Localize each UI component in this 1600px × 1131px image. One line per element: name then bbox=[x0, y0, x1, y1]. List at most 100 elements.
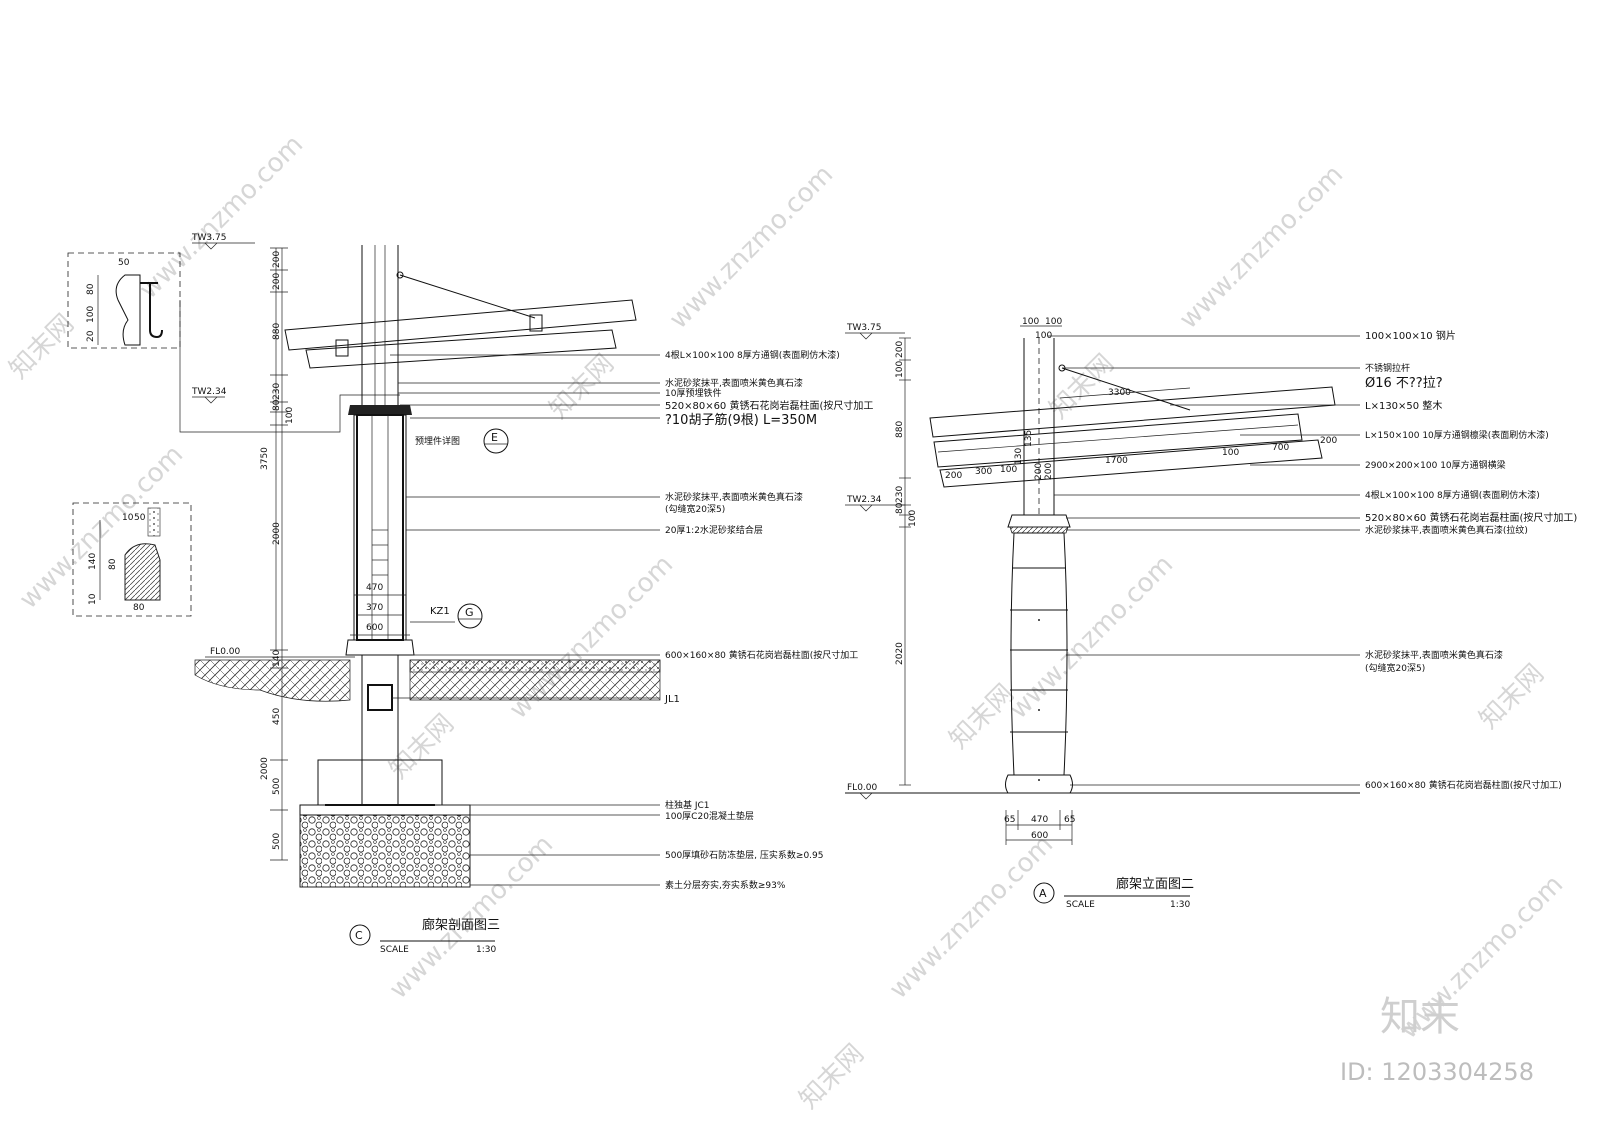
note-text: 10厚预埋铁件 bbox=[665, 387, 721, 399]
image-id: ID: 1203304258 bbox=[1340, 1058, 1534, 1086]
leader-lines bbox=[1048, 335, 1360, 786]
svg-text:200: 200 bbox=[272, 273, 282, 290]
svg-text:3300: 3300 bbox=[1108, 388, 1131, 398]
view-title: 廊架立面图二 bbox=[1116, 876, 1194, 892]
svg-text:100: 100 bbox=[1022, 317, 1039, 327]
dim-label: 470 bbox=[366, 583, 383, 593]
note-text: 100厚C20混凝土垫层 bbox=[665, 810, 754, 822]
note-text: 水泥砂浆抹平,表面喷米黄色真石漆(拉纹) bbox=[1365, 524, 1528, 536]
leader-lines bbox=[390, 354, 660, 886]
watermark-text: 知末网 bbox=[1044, 349, 1120, 425]
section-drawing-left: 50 80 100 20 10 50 140 80 10 80 TW3.75 T… bbox=[67, 233, 873, 955]
ground-layers bbox=[194, 659, 661, 888]
detail-box-top: 50 80 100 20 bbox=[67, 252, 181, 349]
svg-text:140: 140 bbox=[88, 553, 98, 570]
kz-tag: KZ1 bbox=[430, 606, 450, 617]
watermark-text: 知末网 bbox=[4, 309, 80, 385]
svg-text:80: 80 bbox=[108, 558, 118, 570]
note-text: Ø16 不??拉? bbox=[1365, 376, 1443, 391]
watermark-text: www.znzmo.com bbox=[664, 160, 839, 335]
note-text: 2900×200×100 10厚方通钢横梁 bbox=[1365, 459, 1506, 471]
watermark-text: www.znzmo.com bbox=[1174, 160, 1349, 335]
note-text: (勾缝宽20深5) bbox=[1365, 662, 1425, 674]
svg-text:80: 80 bbox=[895, 502, 905, 514]
title-block-left: C 廊架剖面图三 SCALE 1:30 bbox=[349, 917, 500, 955]
note-text: 20厚1:2水泥砂浆结合层 bbox=[665, 524, 763, 536]
brand-mark: 知末 bbox=[1380, 994, 1460, 1040]
note-text: 520×80×60 黄锈石花岗岩磊柱面(按尺寸加工 bbox=[665, 399, 873, 412]
watermark-text: www.znzmo.com bbox=[134, 130, 309, 305]
svg-text:100: 100 bbox=[285, 407, 295, 424]
view-symbol: C bbox=[355, 929, 363, 942]
watermark-layer: www.znzmo.com 知末网 www.znzmo.com 知末网 www.… bbox=[4, 130, 1569, 1115]
svg-text:G: G bbox=[465, 606, 474, 619]
scale-label: SCALE bbox=[1066, 900, 1095, 910]
svg-text:135: 135 bbox=[1024, 430, 1034, 447]
view-title: 廊架剖面图三 bbox=[422, 917, 500, 933]
svg-text:100: 100 bbox=[1045, 317, 1062, 327]
svg-text:880: 880 bbox=[895, 421, 905, 438]
svg-text:230: 230 bbox=[895, 486, 905, 503]
svg-text:100: 100 bbox=[908, 510, 918, 527]
note-text: 600×160×80 黄锈石花岗岩磊柱面(按尺寸加工 bbox=[665, 649, 858, 661]
svg-text:2020: 2020 bbox=[895, 642, 905, 665]
svg-text:200: 200 bbox=[945, 471, 962, 481]
pergola-beams bbox=[284, 271, 637, 369]
svg-text:200: 200 bbox=[1044, 463, 1054, 480]
elevation-beams bbox=[929, 386, 1336, 488]
svg-text:230: 230 bbox=[272, 383, 282, 400]
note-text: 500厚填砂石防冻垫层, 压实系数≥0.95 bbox=[665, 849, 823, 861]
note-text: 520×80×60 黄锈石花岗岩磊柱面(按尺寸加工) bbox=[1365, 511, 1577, 524]
title-block-right: A 廊架立面图二 SCALE 1:30 bbox=[1033, 876, 1194, 910]
level-tag: TW3.75 bbox=[846, 323, 881, 333]
dim-label: 600 bbox=[366, 623, 383, 633]
svg-text:200: 200 bbox=[272, 251, 282, 268]
watermark-text: www.znzmo.com bbox=[1004, 550, 1179, 725]
svg-text:470: 470 bbox=[1031, 815, 1048, 825]
svg-text:700: 700 bbox=[1272, 443, 1289, 453]
svg-text:100: 100 bbox=[86, 306, 96, 323]
svg-text:10: 10 bbox=[88, 593, 98, 605]
svg-text:100: 100 bbox=[895, 361, 905, 378]
svg-text:80: 80 bbox=[133, 603, 145, 613]
level-tag: TW2.34 bbox=[191, 387, 227, 397]
detail-box-bottom: 10 50 140 80 10 80 bbox=[72, 502, 192, 617]
note-text: 水泥砂浆抹平,表面喷米黄色真石漆 bbox=[665, 491, 803, 503]
scale-value: 1:30 bbox=[1170, 900, 1190, 910]
note-text: 水泥砂浆抹平,表面喷米黄色真石漆 bbox=[1365, 649, 1503, 661]
column-shaft bbox=[1005, 532, 1073, 794]
svg-text:200: 200 bbox=[1320, 436, 1337, 446]
level-tag: FL0.00 bbox=[210, 647, 241, 657]
svg-text:10: 10 bbox=[122, 513, 134, 523]
svg-text:200: 200 bbox=[1034, 463, 1044, 480]
svg-text:65: 65 bbox=[1064, 815, 1075, 825]
watermark-text: www.znzmo.com bbox=[884, 830, 1059, 1005]
column-section: 470 370 600 bbox=[317, 245, 443, 806]
svg-text:450: 450 bbox=[272, 708, 282, 725]
note-text: L×130×50 整木 bbox=[1365, 399, 1442, 412]
post-elevation bbox=[1023, 338, 1191, 515]
svg-text:50: 50 bbox=[118, 258, 130, 268]
svg-text:2000: 2000 bbox=[260, 757, 270, 780]
note-text: 4根L×100×100 8厚方通钢(表面刷仿木漆) bbox=[1365, 489, 1540, 501]
watermark-text: 知末网 bbox=[384, 709, 460, 785]
svg-text:E: E bbox=[491, 431, 498, 444]
level-tag: FL0.00 bbox=[847, 783, 878, 793]
elevation-drawing-right: TW3.75 TW2.34 FL0.00 200 100 880 230 80 … bbox=[845, 317, 1577, 910]
svg-text:100: 100 bbox=[1222, 448, 1239, 458]
column-capital bbox=[1007, 514, 1071, 528]
svg-text:100: 100 bbox=[1000, 465, 1017, 475]
svg-text:500: 500 bbox=[272, 833, 282, 850]
view-symbol: A bbox=[1039, 887, 1047, 900]
svg-text:20: 20 bbox=[86, 330, 96, 342]
svg-text:80: 80 bbox=[86, 283, 96, 295]
note-text: JL1 bbox=[664, 694, 680, 705]
note-text: 柱独基 JC1 bbox=[665, 799, 710, 811]
svg-text:600: 600 bbox=[1031, 831, 1048, 841]
watermark-text: 知末网 bbox=[794, 1039, 870, 1115]
scale-value: 1:30 bbox=[476, 945, 496, 955]
detail-note: 预埋件详图 bbox=[415, 435, 460, 447]
svg-text:65: 65 bbox=[1004, 815, 1015, 825]
svg-text:80: 80 bbox=[272, 399, 282, 411]
